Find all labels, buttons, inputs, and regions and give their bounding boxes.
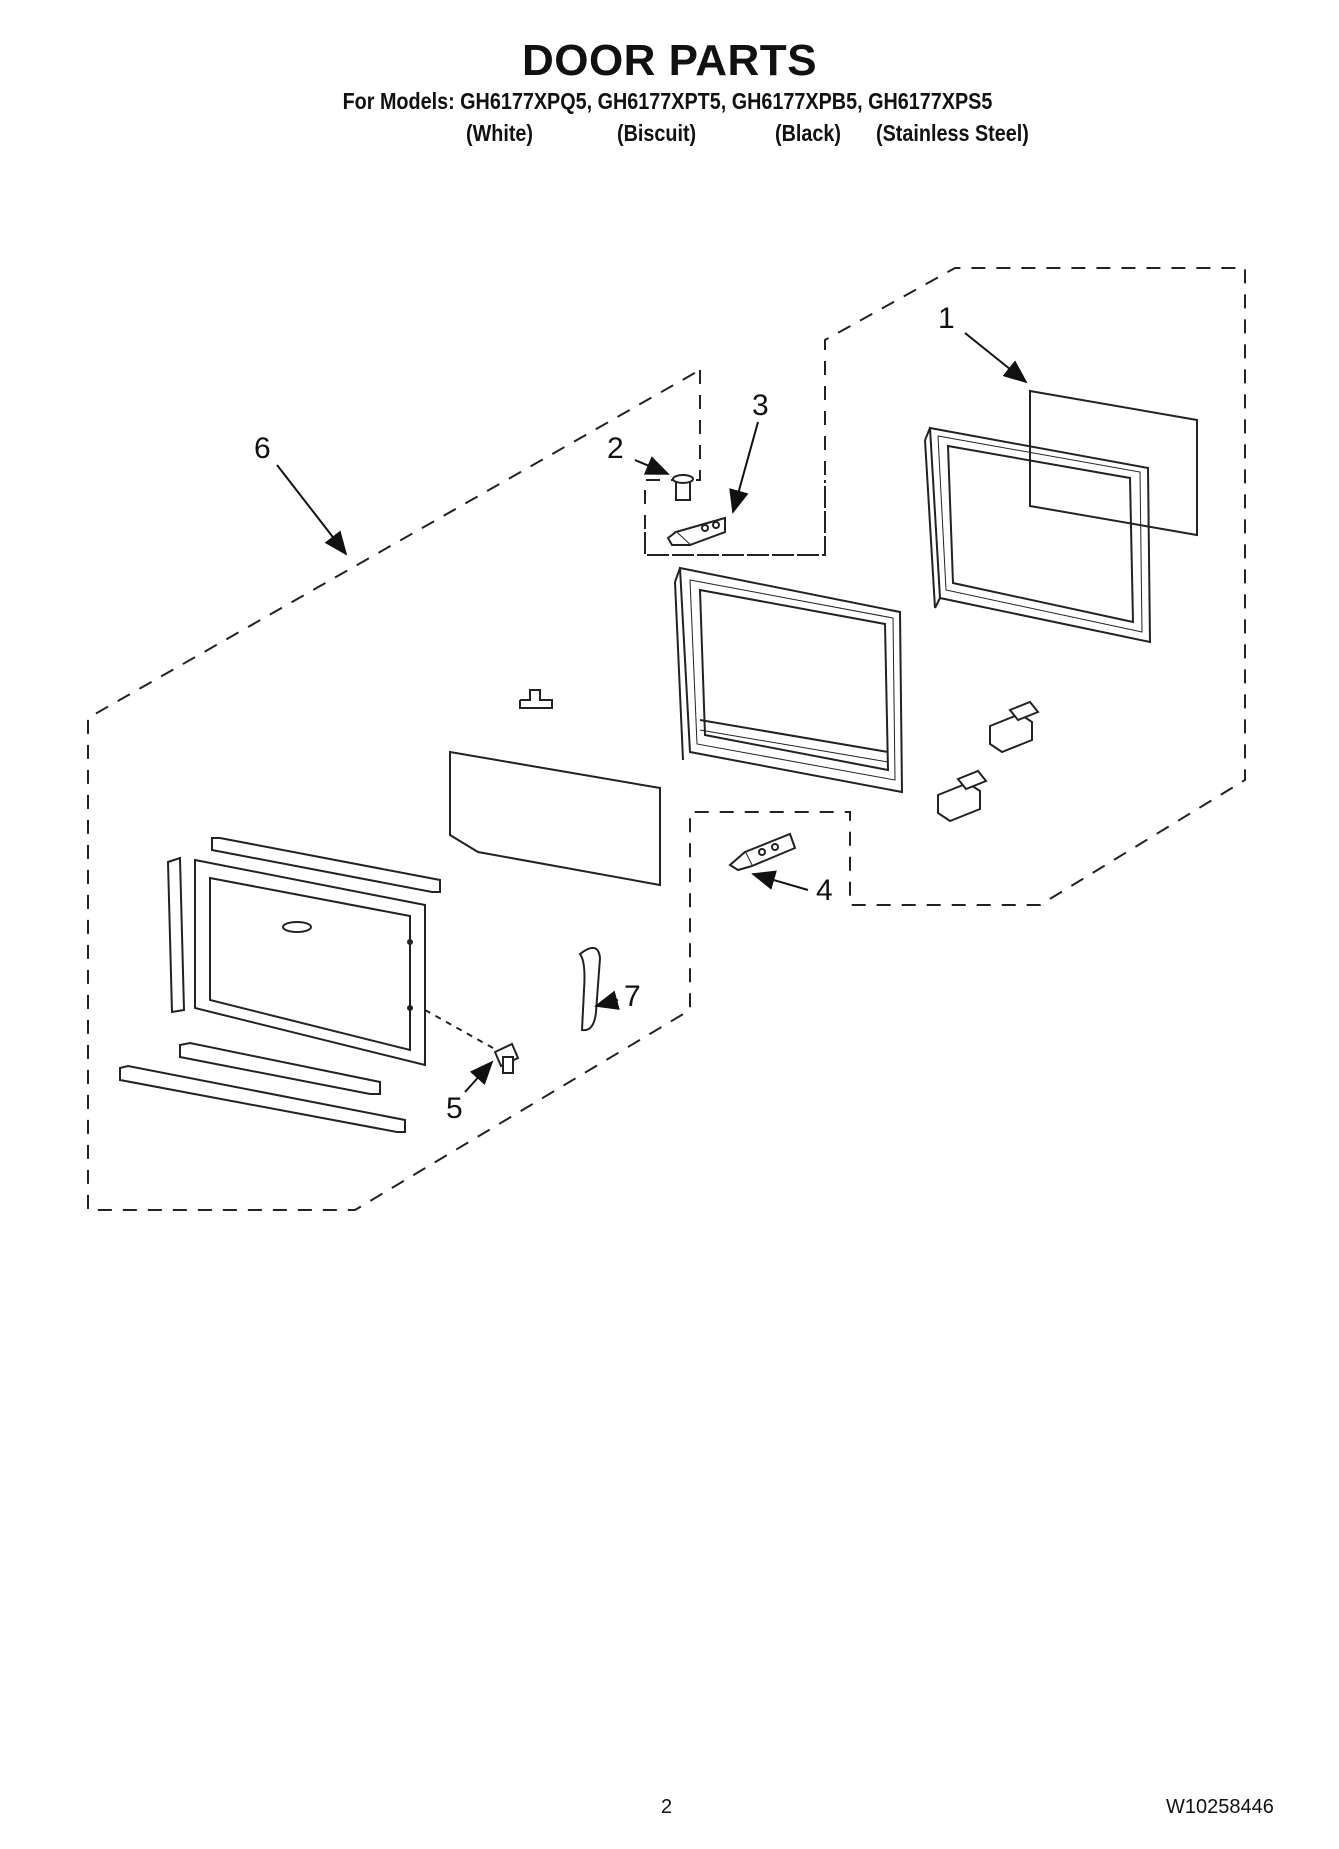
callout-6: 6 bbox=[254, 432, 271, 465]
group-boundary-6 bbox=[87, 267, 1246, 1211]
group-boundary-2-3 bbox=[644, 480, 826, 556]
leader-5 bbox=[464, 1060, 494, 1093]
inner-glass-panel bbox=[449, 750, 661, 887]
trim-strip-bottom-outer bbox=[119, 1064, 406, 1133]
trim-strip-top bbox=[211, 837, 441, 893]
inner-door-frame-rear bbox=[924, 426, 1152, 644]
variant-biscuit: (Biscuit) bbox=[617, 120, 697, 146]
leader-2 bbox=[634, 456, 670, 475]
hinge-bracket-lower bbox=[937, 769, 988, 823]
callout-1: 1 bbox=[938, 302, 955, 335]
leader-3 bbox=[729, 421, 759, 514]
leader-4 bbox=[751, 870, 809, 891]
document-number: W10258446 bbox=[1166, 1796, 1274, 1818]
hinge-bracket-upper bbox=[989, 700, 1040, 754]
models-line: For Models: GH6177XPQ5, GH6177XPT5, GH61… bbox=[342, 88, 993, 114]
leader-6 bbox=[276, 464, 348, 556]
part-3-bracket bbox=[666, 516, 726, 547]
part-2-screw bbox=[672, 474, 694, 501]
callout-5: 5 bbox=[446, 1092, 463, 1125]
part-1-glass-panel bbox=[1029, 389, 1198, 537]
outer-door-frame bbox=[194, 858, 426, 1067]
callout-3: 3 bbox=[752, 389, 769, 422]
inner-door-frame-front bbox=[674, 566, 904, 794]
variant-stainless-steel: (Stainless Steel) bbox=[876, 120, 1029, 146]
trim-strip-bottom-inner bbox=[179, 1041, 381, 1095]
part-4-bracket bbox=[728, 832, 797, 872]
callout-4: 4 bbox=[816, 874, 833, 907]
trim-strip-left bbox=[166, 856, 186, 1014]
variant-black: (Black) bbox=[775, 120, 841, 146]
leader-7 bbox=[594, 990, 620, 1010]
variant-white: (White) bbox=[466, 120, 534, 146]
page-number: 2 bbox=[661, 1796, 673, 1818]
page-title: DOOR PARTS bbox=[521, 36, 818, 85]
leader-1 bbox=[964, 332, 1028, 384]
small-clip bbox=[519, 689, 553, 709]
callout-2: 2 bbox=[607, 432, 624, 465]
callout-7: 7 bbox=[624, 980, 641, 1013]
part-5-screw bbox=[424, 1009, 520, 1074]
part-7-clip bbox=[578, 947, 602, 1032]
